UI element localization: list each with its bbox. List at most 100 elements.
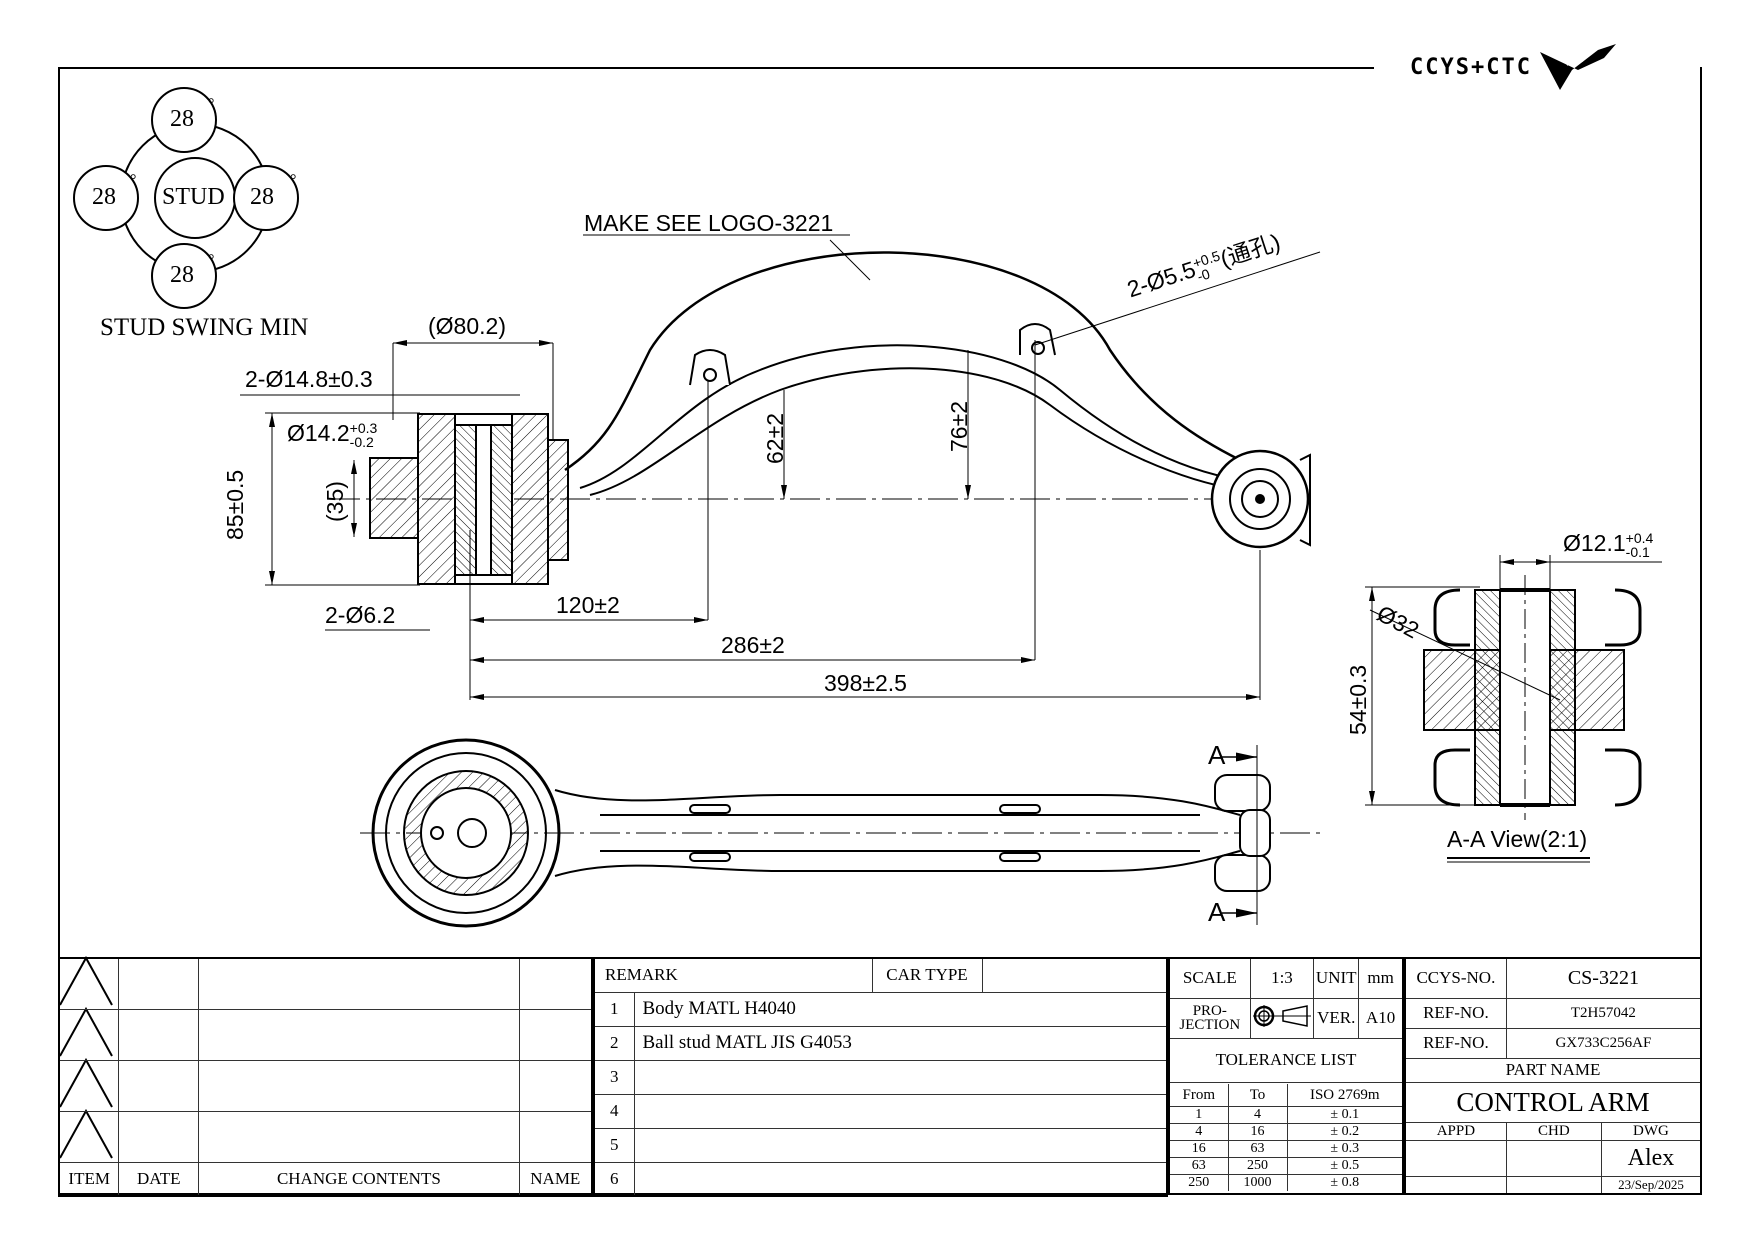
ccys-no-value: CS-3221	[1505, 957, 1702, 999]
revision-date	[118, 1008, 200, 1061]
drawing-date: 23/Sep/2025	[1600, 1175, 1702, 1195]
revision-contents	[198, 1110, 520, 1163]
ref-no-value-2: GX733C256AF	[1505, 1027, 1702, 1059]
version-label: VER.	[1313, 997, 1360, 1039]
dim-section-height: 54±0.3	[1345, 664, 1371, 735]
title-block: CCYS-NO.CS-3221 REF-NO.T2H57042 REF-NO.G…	[1404, 957, 1702, 1195]
tolerance-value: ± 0.8	[1286, 1173, 1402, 1192]
tolerance-from: 63	[1170, 1156, 1229, 1175]
scale-value: 1:3	[1249, 957, 1315, 999]
revision-table: ITEM DATE CHANGE CONTENTS NAME	[58, 957, 593, 1197]
logo-note: MAKE SEE LOGO-3221	[584, 210, 834, 236]
header-change-contents: CHANGE CONTENTS	[198, 1161, 520, 1197]
remark-text	[633, 1059, 1168, 1095]
scale-label: SCALE	[1168, 957, 1251, 999]
dim-holes-b: 2-Ø6.2	[325, 602, 396, 628]
revision-item	[58, 1110, 120, 1163]
ccys-no-label: CCYS-NO.	[1404, 957, 1507, 999]
swing-angle-right: 28	[250, 184, 274, 210]
ref-no-label: REF-NO.	[1404, 997, 1507, 1029]
header-date: DATE	[118, 1161, 200, 1197]
company-logo: CCYS+CTC	[1410, 42, 1618, 92]
ccys-logo-icon	[1539, 43, 1616, 90]
unit-value: mm	[1358, 957, 1404, 999]
tolerance-value: ± 0.3	[1286, 1139, 1402, 1158]
revision-contents	[198, 1008, 520, 1061]
tolerance-header-to: To	[1227, 1084, 1288, 1107]
dwg-label: DWG	[1600, 1121, 1702, 1141]
part-name-value: CONTROL ARM	[1404, 1081, 1702, 1123]
remark-no: 1	[593, 991, 635, 1027]
tolerance-header-from: From	[1170, 1084, 1229, 1107]
revision-item	[58, 1059, 120, 1112]
revision-name	[518, 1008, 593, 1061]
header-item: ITEM	[58, 1161, 120, 1197]
tolerance-header-iso: ISO 2769m	[1286, 1084, 1402, 1107]
tolerance-to: 63	[1227, 1139, 1288, 1158]
tolerance-to: 4	[1227, 1105, 1288, 1124]
degree-icon: °	[208, 252, 215, 269]
revision-name	[518, 1059, 593, 1112]
revision-contents	[198, 957, 520, 1010]
ref-no-label: REF-NO.	[1404, 1027, 1507, 1059]
tolerance-to: 250	[1227, 1156, 1288, 1175]
tolerance-from: 1	[1170, 1105, 1229, 1124]
appd-date	[1404, 1175, 1507, 1195]
appd-label: APPD	[1404, 1121, 1507, 1141]
dim-bush-outer: (Ø80.2)	[428, 313, 506, 339]
section-title: A-A View(2:1)	[1447, 826, 1588, 852]
chd-label: CHD	[1505, 1121, 1602, 1141]
tolerance-to: 1000	[1227, 1173, 1288, 1192]
revision-name	[518, 957, 593, 1010]
stud-swing-diagram	[73, 87, 299, 309]
remark-row: 6	[593, 1161, 1168, 1197]
swing-angle-left: 28	[92, 184, 116, 210]
dim-holes-a: 2-Ø14.8±0.3	[245, 366, 373, 392]
dim-inner-height: (35)	[322, 481, 348, 522]
revision-header-row: ITEM DATE CHANGE CONTENTS NAME	[58, 1161, 593, 1197]
frame-top-line	[58, 67, 1374, 69]
remark-text: Ball stud MATL JIS G4053	[633, 1025, 1168, 1061]
dim-len-120: 120±2	[556, 592, 620, 618]
dim-height: 85±0.5	[222, 469, 248, 540]
remark-text	[633, 1093, 1168, 1129]
revision-date	[118, 957, 200, 1010]
version-value: A10	[1358, 997, 1404, 1039]
revision-row	[58, 957, 593, 1010]
remark-row: 5	[593, 1127, 1168, 1163]
remark-no: 5	[593, 1127, 635, 1163]
header-name: NAME	[518, 1161, 593, 1197]
dim-bore: Ø14.2+0.3-0.2	[287, 419, 378, 450]
dim-len-398: 398±2.5	[824, 670, 907, 696]
remark-text	[633, 1161, 1168, 1197]
tolerance-title: TOLERANCE LIST	[1168, 1037, 1404, 1083]
stud-swing-caption: STUD SWING MIN	[100, 314, 309, 341]
control-arm-top-view	[330, 251, 1311, 585]
revision-contents	[198, 1059, 520, 1112]
tolerance-to: 16	[1227, 1122, 1288, 1141]
projection-label: PRO-JECTION	[1168, 997, 1251, 1039]
part-name-label: PART NAME	[1404, 1057, 1702, 1083]
revision-row	[58, 1008, 593, 1061]
ref-no-value-1: T2H57042	[1505, 997, 1702, 1029]
degree-icon: °	[290, 172, 297, 189]
dim-rise-62: 62±2	[762, 413, 788, 464]
tolerance-from: 250	[1170, 1173, 1229, 1192]
projection-symbol	[1249, 997, 1315, 1039]
tolerance-value: ± 0.2	[1286, 1122, 1402, 1141]
swing-angle-bottom: 28	[170, 262, 194, 288]
revision-date	[118, 1059, 200, 1112]
stud-label: STUD	[162, 184, 225, 210]
car-type-label: CAR TYPE	[871, 957, 983, 993]
remark-header: REMARK	[593, 957, 873, 993]
